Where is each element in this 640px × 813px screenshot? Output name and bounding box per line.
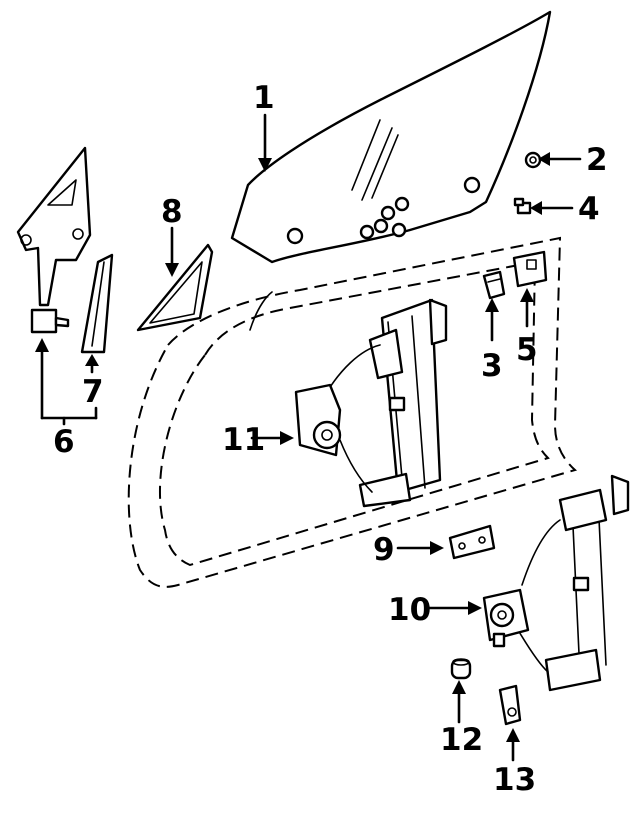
callout-8: 8 (161, 194, 183, 230)
mirror-bracket (16, 146, 92, 334)
guide-clip (482, 270, 506, 300)
callout-10: 10 (388, 592, 431, 628)
callout-3: 3 (481, 348, 503, 384)
callout-4: 4 (578, 191, 600, 227)
callout-9: 9 (373, 532, 395, 568)
callout-1: 1 (253, 80, 275, 116)
callout-7: 7 (82, 374, 104, 410)
regulator-bushing (450, 658, 472, 680)
callout-13: 13 (493, 762, 536, 798)
glass-nut (524, 151, 542, 169)
callout-6: 6 (53, 424, 75, 460)
window-regulator-installed (294, 298, 448, 508)
callout-5: 5 (516, 332, 538, 368)
callout-labels: 1 2 3 4 5 6 7 8 9 10 11 12 13 (53, 80, 608, 798)
door-glass (230, 10, 552, 264)
regulator-clip (448, 524, 496, 560)
regulator-handle (498, 684, 522, 726)
glass-bolt (513, 197, 532, 215)
callout-12: 12 (440, 722, 483, 758)
trim-molding (80, 253, 114, 354)
door-outline (127, 236, 578, 588)
callout-11: 11 (222, 422, 265, 458)
glass-bracket (512, 250, 548, 288)
callout-leaders (35, 113, 582, 762)
callout-2: 2 (586, 142, 608, 178)
window-regulator-loose (482, 474, 630, 692)
quarter-glass (136, 243, 214, 332)
